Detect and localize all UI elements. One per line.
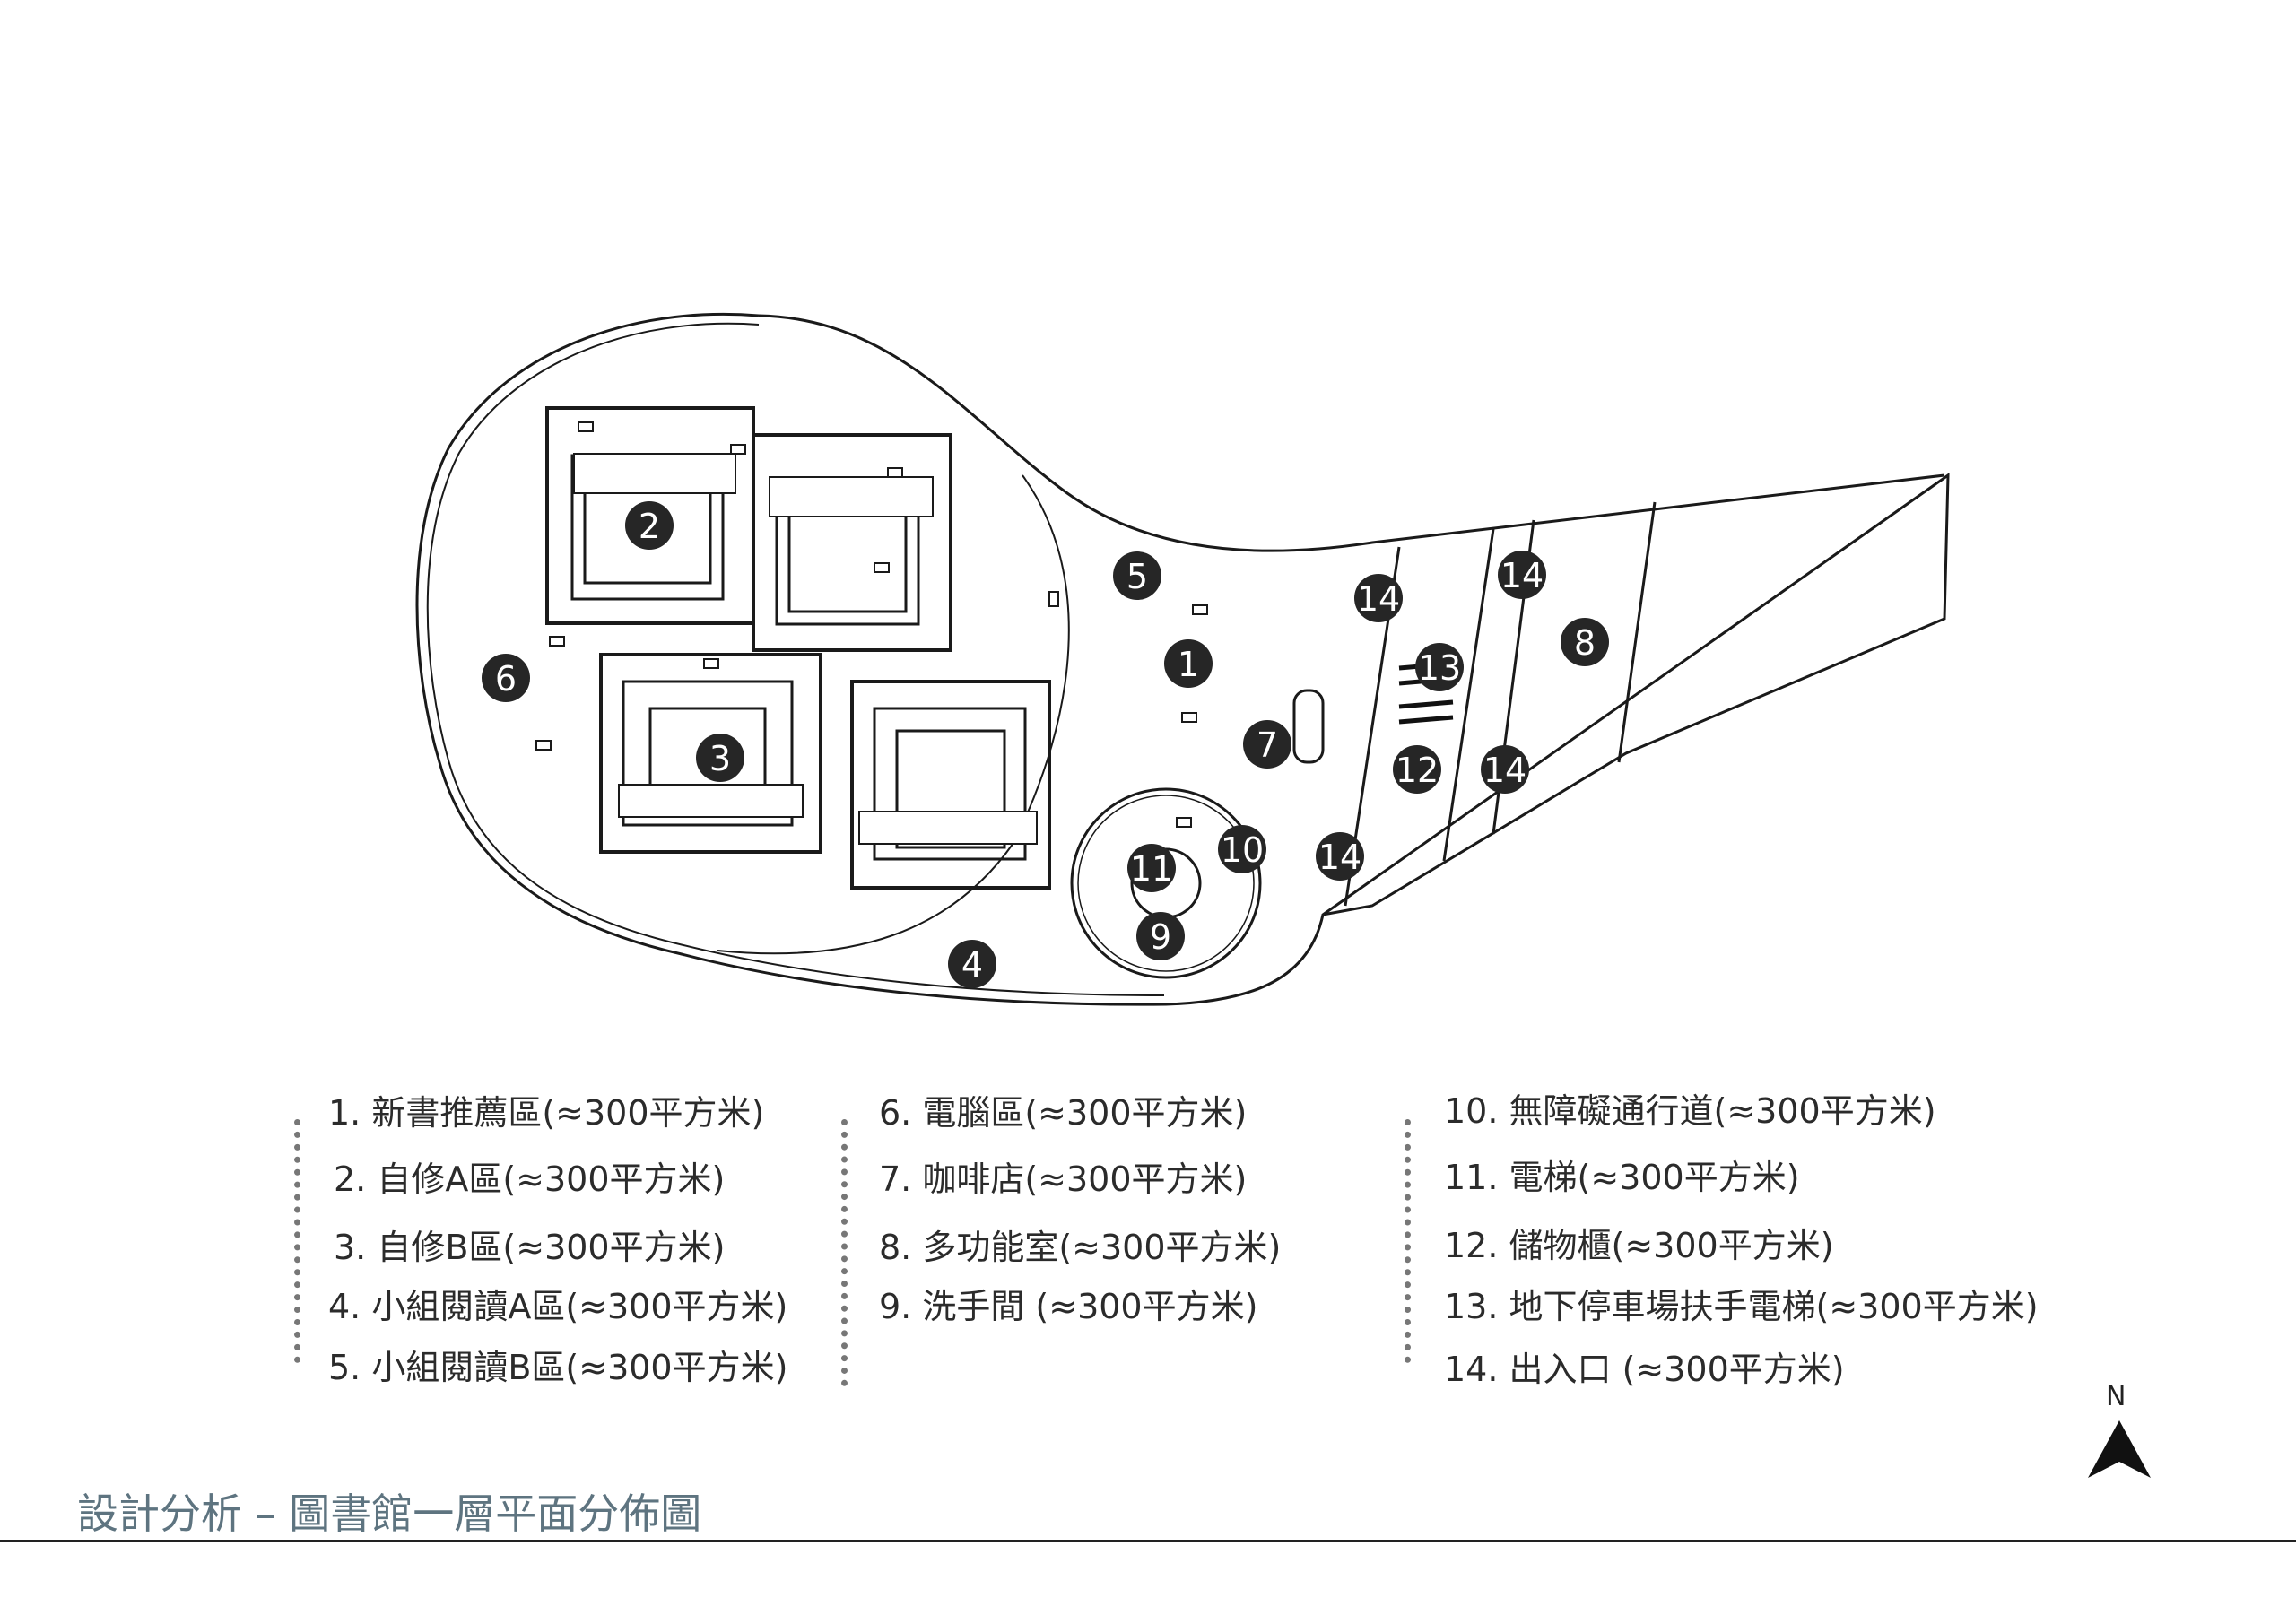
area-marker-5: 5 [1113, 551, 1161, 600]
marker-circle [1354, 574, 1403, 622]
legend-item: 11. 電梯(≈300平方米) [1444, 1158, 1800, 1197]
area-marker-12: 12 [1393, 745, 1441, 794]
legend-separator [841, 1119, 848, 1386]
page-title: 設計分析 – 圖書館一層平面分佈圖 [77, 1489, 702, 1538]
marker-label: 12 [1396, 751, 1439, 790]
legend-item: 7. 咖啡店(≈300平方米) [879, 1159, 1248, 1199]
building-outline-top [758, 314, 1945, 552]
legend-item: 8. 多功能室(≈300平方米) [879, 1228, 1282, 1267]
marker-label: 5 [1126, 557, 1148, 596]
lobe-curve [717, 474, 1070, 955]
building-outline-inner [426, 322, 1165, 996]
legend-item: 12. 儲物櫃(≈300平方米) [1444, 1226, 1834, 1265]
legend-item: 10. 無障礙通行道(≈300平方米) [1444, 1091, 1936, 1131]
marker-label: 14 [1483, 751, 1526, 790]
title-rule [0, 1540, 2296, 1542]
legend-item: 2. 自修A區(≈300平方米) [334, 1159, 726, 1199]
marker-circle [1243, 720, 1292, 769]
legend-item: 14. 出入口 (≈300平方米) [1444, 1350, 1845, 1389]
area-marker-3: 3 [696, 734, 744, 782]
marker-circle [1136, 912, 1185, 960]
marker-circle [1481, 745, 1529, 794]
area-marker-14: 14 [1316, 832, 1364, 881]
area-marker-11: 11 [1127, 844, 1176, 892]
marker-label: 14 [1318, 838, 1361, 877]
legend-item: 6. 電腦區(≈300平方米) [879, 1093, 1248, 1133]
legend-item: 1. 新書推薦區(≈300平方米) [328, 1093, 765, 1133]
marker-circle [1561, 618, 1609, 666]
marker-label: 13 [1418, 648, 1461, 688]
north-arrow-icon [2088, 1420, 2151, 1478]
marker-circle [1498, 551, 1546, 599]
marker-label: 14 [1357, 579, 1400, 619]
legend-item: 13. 地下停車場扶手電梯(≈300平方米) [1444, 1287, 2039, 1326]
marker-label: 6 [495, 659, 517, 699]
area-marker-14: 14 [1481, 745, 1529, 794]
marker-label: 4 [961, 945, 983, 985]
marker-label: 14 [1500, 556, 1544, 595]
area-marker-13: 13 [1415, 643, 1464, 691]
marker-circle [625, 501, 674, 550]
marker-label: 10 [1221, 830, 1264, 870]
marker-label: 11 [1130, 849, 1173, 889]
legend-item: 3. 自修B區(≈300平方米) [334, 1228, 726, 1267]
marker-circle [1127, 844, 1176, 892]
legend-separator [294, 1119, 300, 1363]
marker-circle [1393, 745, 1441, 794]
marker-layer: 2 5 14 14 6 1 13 8 7 3 12 14 10 14 11 9 4 [482, 501, 1609, 988]
marker-circle [482, 654, 530, 702]
area-marker-8: 8 [1561, 618, 1609, 666]
marker-label: 1 [1178, 645, 1199, 684]
area-marker-1: 1 [1164, 639, 1213, 688]
marker-circle [1415, 643, 1464, 691]
marker-label: 9 [1150, 917, 1171, 957]
marker-circle [696, 734, 744, 782]
marker-label: 2 [639, 507, 660, 546]
area-marker-14: 14 [1498, 551, 1546, 599]
marker-circle [1316, 832, 1364, 881]
legend-item: 5. 小組閱讀B區(≈300平方米) [328, 1348, 788, 1387]
area-marker-6: 6 [482, 654, 530, 702]
marker-circle [948, 940, 996, 988]
marker-circle [1113, 551, 1161, 600]
legend-item: 4. 小組閱讀A區(≈300平方米) [328, 1287, 788, 1326]
marker-label: 7 [1257, 725, 1278, 765]
legend-separator [1405, 1119, 1411, 1363]
area-marker-14: 14 [1354, 574, 1403, 622]
building-outline [415, 312, 1950, 1006]
marker-circle [1218, 825, 1266, 873]
marker-label: 3 [709, 739, 731, 778]
north-label: N [2106, 1381, 2126, 1412]
area-marker-7: 7 [1243, 720, 1292, 769]
marker-circle [1164, 639, 1213, 688]
area-marker-9: 9 [1136, 912, 1185, 960]
marker-label: 8 [1574, 623, 1596, 663]
area-marker-2: 2 [625, 501, 674, 550]
area-marker-4: 4 [948, 940, 996, 988]
area-marker-10: 10 [1218, 825, 1266, 873]
legend-item: 9. 洗手間 (≈300平方米) [879, 1287, 1258, 1326]
